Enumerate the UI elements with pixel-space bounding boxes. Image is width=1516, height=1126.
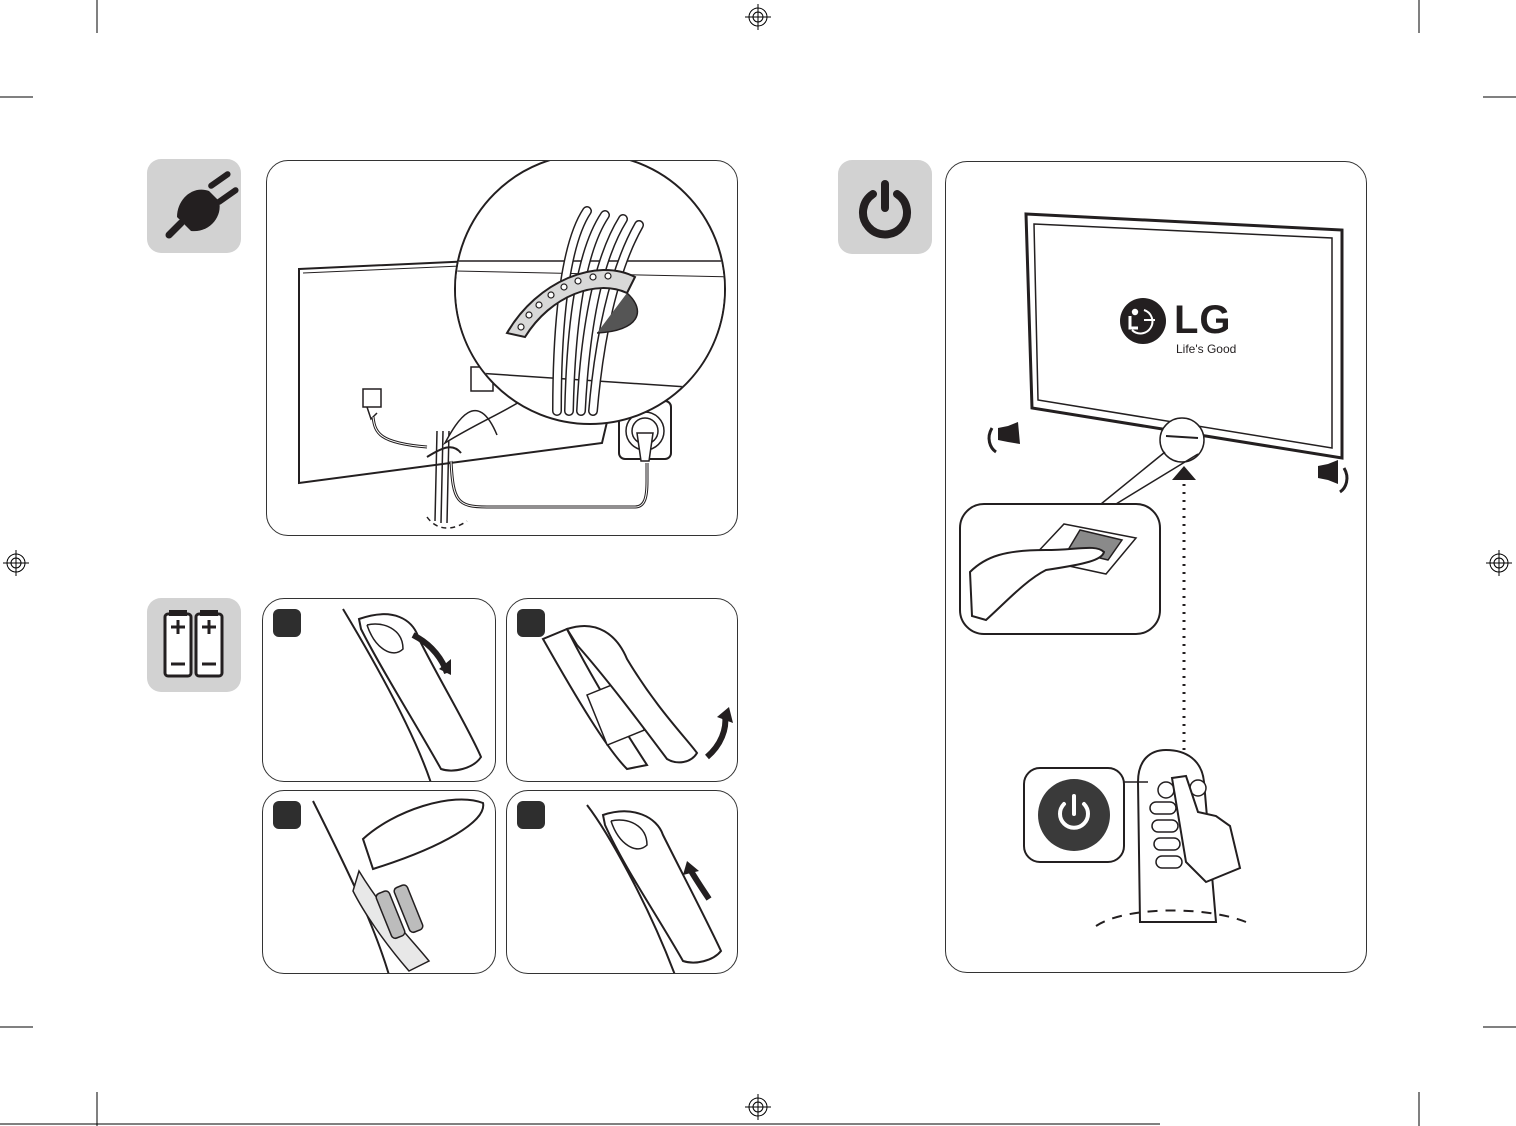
registration-mark-right <box>1486 550 1512 576</box>
tv-power-on-illustration <box>946 162 1367 973</box>
speaker-left-icon <box>989 422 1020 452</box>
lg-logo: LG Life's Good <box>1118 296 1268 356</box>
power-icon <box>838 160 932 254</box>
registration-mark-bottom <box>745 1094 771 1120</box>
power-plug-tile <box>147 159 241 253</box>
power-tile <box>838 160 932 254</box>
power-plug-icon <box>147 159 241 253</box>
power-cable-panel <box>266 160 738 536</box>
speaker-right-icon <box>1318 460 1347 492</box>
battery-step-2-panel <box>506 598 738 782</box>
battery-step-1-panel <box>262 598 496 782</box>
lg-face-icon <box>1118 296 1168 346</box>
registration-mark-left <box>3 550 29 576</box>
battery-tile <box>147 598 241 692</box>
lg-wordmark: LG <box>1174 296 1232 344</box>
registration-mark-top <box>745 4 771 30</box>
step-marker-4 <box>517 801 545 829</box>
cable-management-illustration <box>267 161 738 536</box>
power-on-panel <box>945 161 1367 973</box>
step-marker-1 <box>273 609 301 637</box>
step-marker-3 <box>273 801 301 829</box>
battery-icon <box>147 598 241 692</box>
battery-step-4-panel <box>506 790 738 974</box>
battery-step-3-panel <box>262 790 496 974</box>
step-marker-2 <box>517 609 545 637</box>
lg-tagline: Life's Good <box>1176 342 1236 356</box>
